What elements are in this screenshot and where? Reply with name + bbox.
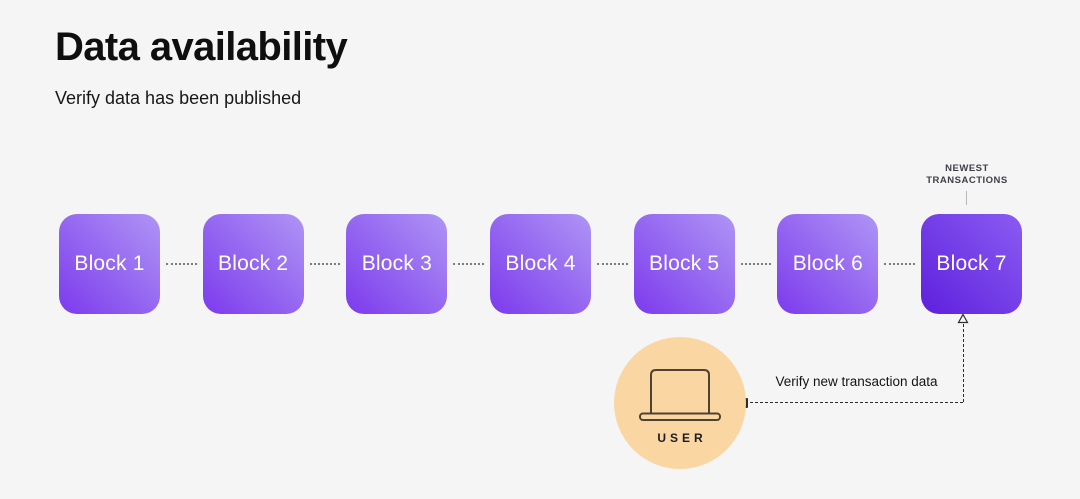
block-label: Block 5	[649, 252, 720, 275]
block-label: Block 1	[74, 252, 145, 275]
block-label: Block 2	[218, 252, 289, 275]
user-avatar-circle: USER	[614, 337, 746, 469]
block-6: Block 6	[777, 214, 879, 314]
block-connector	[884, 263, 916, 265]
block-connector	[453, 263, 485, 265]
verify-transaction-caption: Verify new transaction data	[775, 374, 938, 389]
verify-arrow-vertical-line	[963, 324, 964, 402]
blockchain-row: Block 1 Block 2 Block 3 Block 4 Block 5 …	[59, 214, 1023, 314]
page-subtitle: Verify data has been published	[55, 88, 302, 108]
block-label: Block 6	[792, 252, 863, 275]
block-label: Block 7	[936, 252, 1007, 275]
block-3: Block 3	[346, 214, 448, 314]
verify-arrow-start-dot	[745, 398, 748, 408]
block-4: Block 4	[490, 214, 592, 314]
newest-label-pointer-line	[966, 191, 967, 205]
verify-arrow-horizontal-line	[750, 402, 963, 403]
block-connector	[166, 263, 197, 265]
user-label: USER	[657, 430, 707, 445]
block-7-newest: Block 7	[921, 214, 1023, 314]
block-label: Block 4	[505, 252, 576, 275]
laptop-icon	[639, 368, 721, 421]
block-connector	[309, 263, 341, 265]
block-connector	[740, 263, 772, 265]
block-label: Block 3	[361, 252, 432, 275]
newest-transactions-label: NEWEST TRANSACTIONS	[926, 163, 1008, 186]
arrow-up-icon	[957, 313, 969, 324]
block-connector	[597, 263, 628, 265]
block-5: Block 5	[633, 214, 735, 314]
page-title: Data availability	[55, 25, 348, 69]
block-1: Block 1	[59, 214, 160, 314]
block-2: Block 2	[202, 214, 304, 314]
